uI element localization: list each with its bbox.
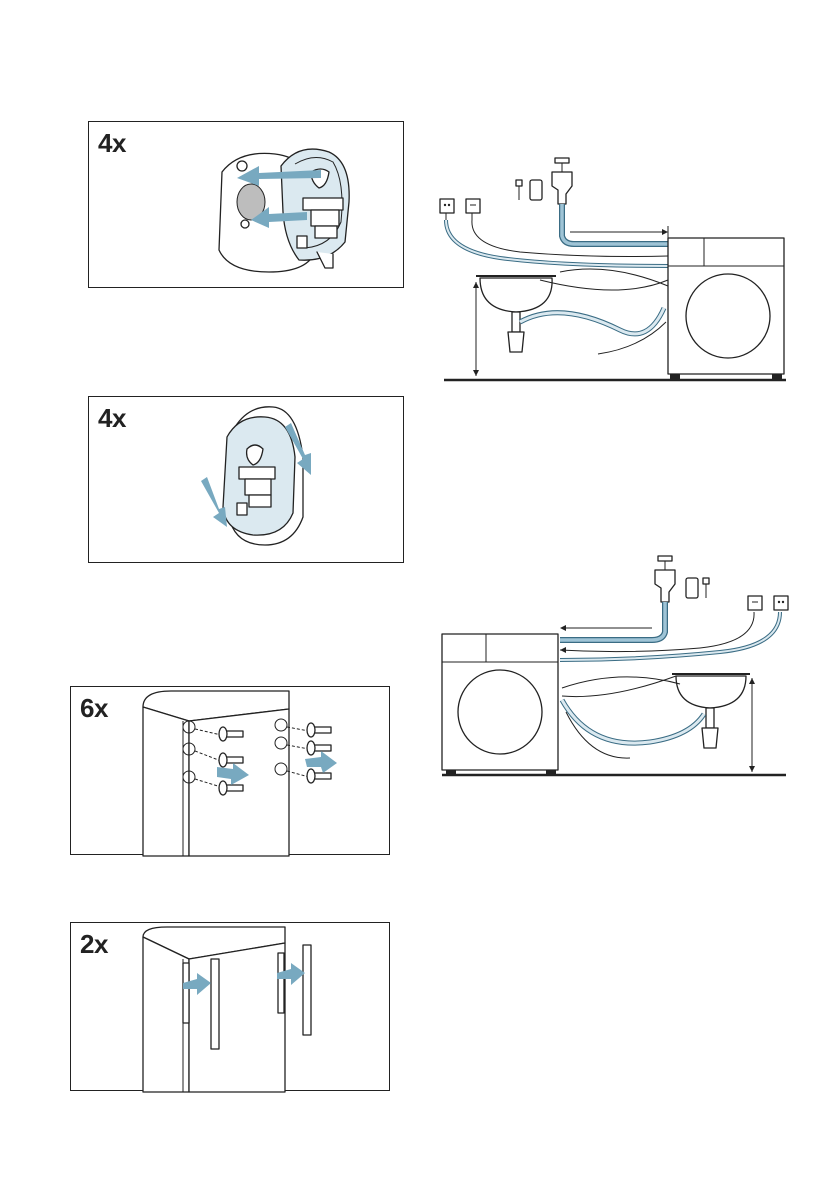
earthed-socket-icon bbox=[466, 199, 480, 213]
sink-icon bbox=[476, 276, 556, 352]
step-panel-1: 4x bbox=[88, 121, 404, 288]
wall-plug-socket-icon bbox=[774, 596, 788, 610]
cover-cap-insertion-illustration bbox=[89, 397, 405, 564]
step-panel-2: 4x bbox=[88, 396, 404, 563]
washing-machine-icon bbox=[668, 238, 784, 380]
rail-bracket-installation-illustration bbox=[71, 923, 391, 1092]
earthed-socket-icon bbox=[748, 596, 762, 610]
hose-fittings-icon bbox=[686, 578, 709, 598]
hose-fittings-icon bbox=[516, 180, 542, 200]
water-tap-icon bbox=[552, 158, 572, 204]
transport-bolt-removal-illustration bbox=[71, 687, 391, 856]
cover-cap-removal-illustration bbox=[89, 122, 405, 289]
washing-machine-icon bbox=[442, 634, 558, 776]
step-panel-4: 2x bbox=[70, 922, 390, 1091]
sink-icon bbox=[672, 674, 750, 748]
wall-plug-socket-icon bbox=[440, 199, 454, 213]
step-panel-3: 6x bbox=[70, 686, 390, 855]
water-tap-icon bbox=[655, 556, 675, 602]
